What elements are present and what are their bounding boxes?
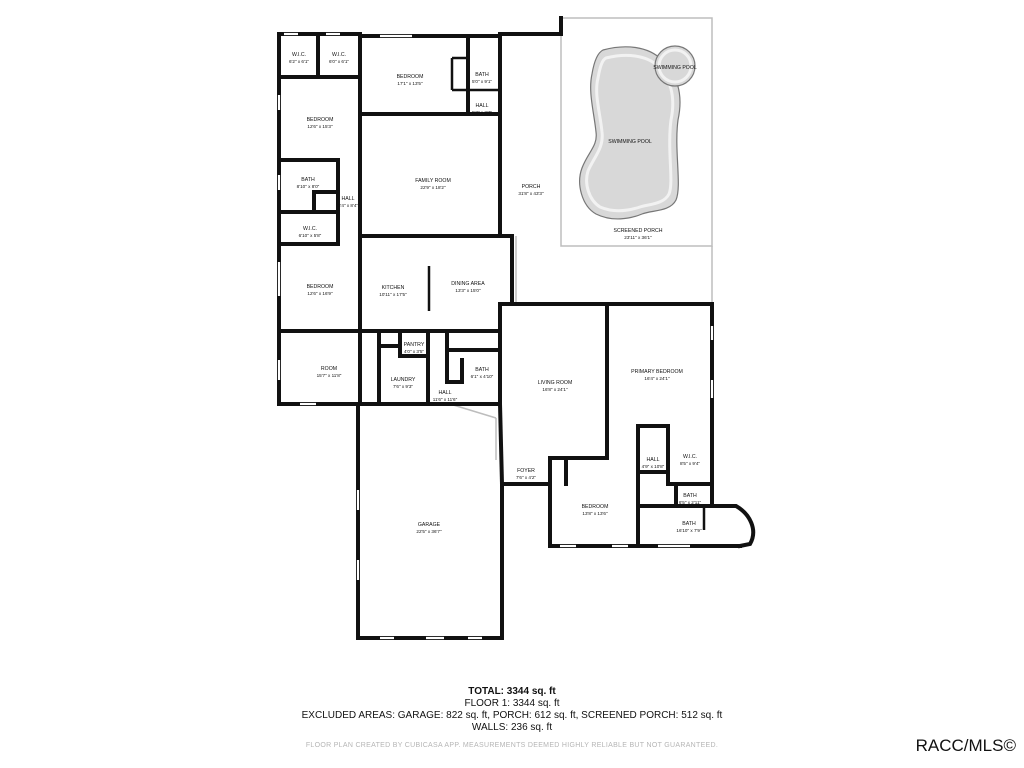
- floor-plan: W.I.C. 6'2" x 6'1" W.I.C. 6'0" x 6'1" BE…: [277, 16, 756, 640]
- spa-label: SWIMMING POOL: [653, 65, 697, 71]
- room-label: BATH: [301, 177, 315, 183]
- area-totals: TOTAL: 3344 sq. ft FLOOR 1: 3344 sq. ft …: [0, 686, 1024, 734]
- room-label: SCREENED PORCH: [613, 228, 662, 234]
- walls: [277, 16, 756, 640]
- room-dims: 15'7" x 11'8": [317, 373, 342, 378]
- room-dims: 7'6" x 9'3": [393, 384, 413, 389]
- room-dims: 6'5" x 2'11": [679, 500, 702, 505]
- room-dims: 22'5" x 36'7": [416, 529, 442, 534]
- room-label: BEDROOM: [307, 117, 334, 123]
- room-dims: 31'8" x 43'3": [518, 191, 544, 196]
- room-labels: W.I.C. 6'2" x 6'1" W.I.C. 6'0" x 6'1" BE…: [289, 52, 702, 534]
- room-label: LAUNDRY: [391, 377, 416, 383]
- room-label: HALL: [647, 457, 660, 463]
- room-dims: 23'11" x 36'1": [624, 235, 652, 240]
- room-label: FAMILY ROOM: [415, 178, 451, 184]
- room-label: BEDROOM: [307, 284, 334, 290]
- room-label: BEDROOM: [397, 74, 424, 80]
- mls-watermark: RACC/MLS©: [915, 736, 1016, 755]
- room-dims: 6'10" x 5'8": [299, 233, 322, 238]
- disclaimer: FLOOR PLAN CREATED BY CUBICASA APP. MEAS…: [305, 742, 719, 749]
- room-dims: 5'0" x 9'1": [472, 79, 492, 84]
- room-dims: 13'8" x 13'6": [582, 511, 608, 516]
- room-dims: 8'5" x 9'4": [680, 461, 700, 466]
- room-label: BATH: [683, 493, 697, 499]
- room-dims: 11'6" x 11'6": [433, 397, 458, 402]
- room-label: W.I.C.: [303, 226, 317, 232]
- room-dims: 22'9" x 18'2": [420, 185, 446, 190]
- room-dims: 7'6" x 4'2": [516, 475, 536, 480]
- room-label: HALL: [439, 390, 452, 396]
- room-label: BATH: [475, 367, 489, 373]
- excluded-areas: EXCLUDED AREAS: GARAGE: 822 sq. ft, PORC…: [301, 710, 723, 721]
- room-dims: 6'2" x 6'1": [289, 59, 309, 64]
- room-dims: 4'0" x 3'5": [404, 349, 424, 354]
- room-dims: 8'10" x 8'0": [297, 184, 320, 189]
- room-dims: 6'1" x 4'10": [471, 374, 494, 379]
- swimming-pool: [579, 45, 696, 220]
- room-dims: 17'1" x 13'5": [397, 81, 423, 86]
- room-label: LIVING ROOM: [538, 380, 573, 386]
- room-dims: 4'9" x 10'8": [642, 464, 665, 469]
- floor1-area: FLOOR 1: 3344 sq. ft: [464, 698, 560, 709]
- room-label: HALL: [342, 196, 355, 202]
- room-dims: 13'3" x 15'0": [455, 288, 481, 293]
- room-label: BATH: [682, 521, 696, 527]
- room-label: GARAGE: [418, 522, 441, 528]
- room-label: BEDROOM: [582, 504, 609, 510]
- pool-label: SWIMMING POOL: [608, 139, 652, 145]
- room-label: PRIMARY BEDROOM: [631, 369, 683, 375]
- room-label: W.I.C.: [332, 52, 346, 58]
- room-dims: 12'6" x 15'3": [307, 124, 333, 129]
- room-label: PORCH: [522, 184, 541, 190]
- room-dims: 6'0" x 6'1": [329, 59, 349, 64]
- room-label: ROOM: [321, 366, 337, 372]
- room-dims: 12'6" x 16'9": [307, 291, 333, 296]
- room-label: HALL: [476, 103, 489, 109]
- room-label: KITCHEN: [382, 285, 405, 291]
- room-label: PANTRY: [404, 342, 425, 348]
- room-dims: 16'4" x 24'1": [644, 376, 670, 381]
- room-label: W.I.C.: [292, 52, 306, 58]
- room-label: BATH: [475, 72, 489, 78]
- room-dims: 16'10" x 7'9": [676, 528, 702, 533]
- room-dims: 5'7" x 3'7": [472, 110, 492, 115]
- windows: [277, 32, 714, 640]
- walls-area: WALLS: 236 sq. ft: [471, 722, 553, 733]
- room-label: FOYER: [517, 468, 535, 474]
- room-label: DINING AREA: [451, 281, 485, 287]
- room-label: W.I.C.: [683, 454, 697, 460]
- room-dims: 16'8" x 24'1": [542, 387, 568, 392]
- room-dims: 10'11" x 17'5": [379, 292, 407, 297]
- room-dims: 3'4" x 8'4": [338, 203, 358, 208]
- total-area: TOTAL: 3344 sq. ft: [468, 686, 556, 697]
